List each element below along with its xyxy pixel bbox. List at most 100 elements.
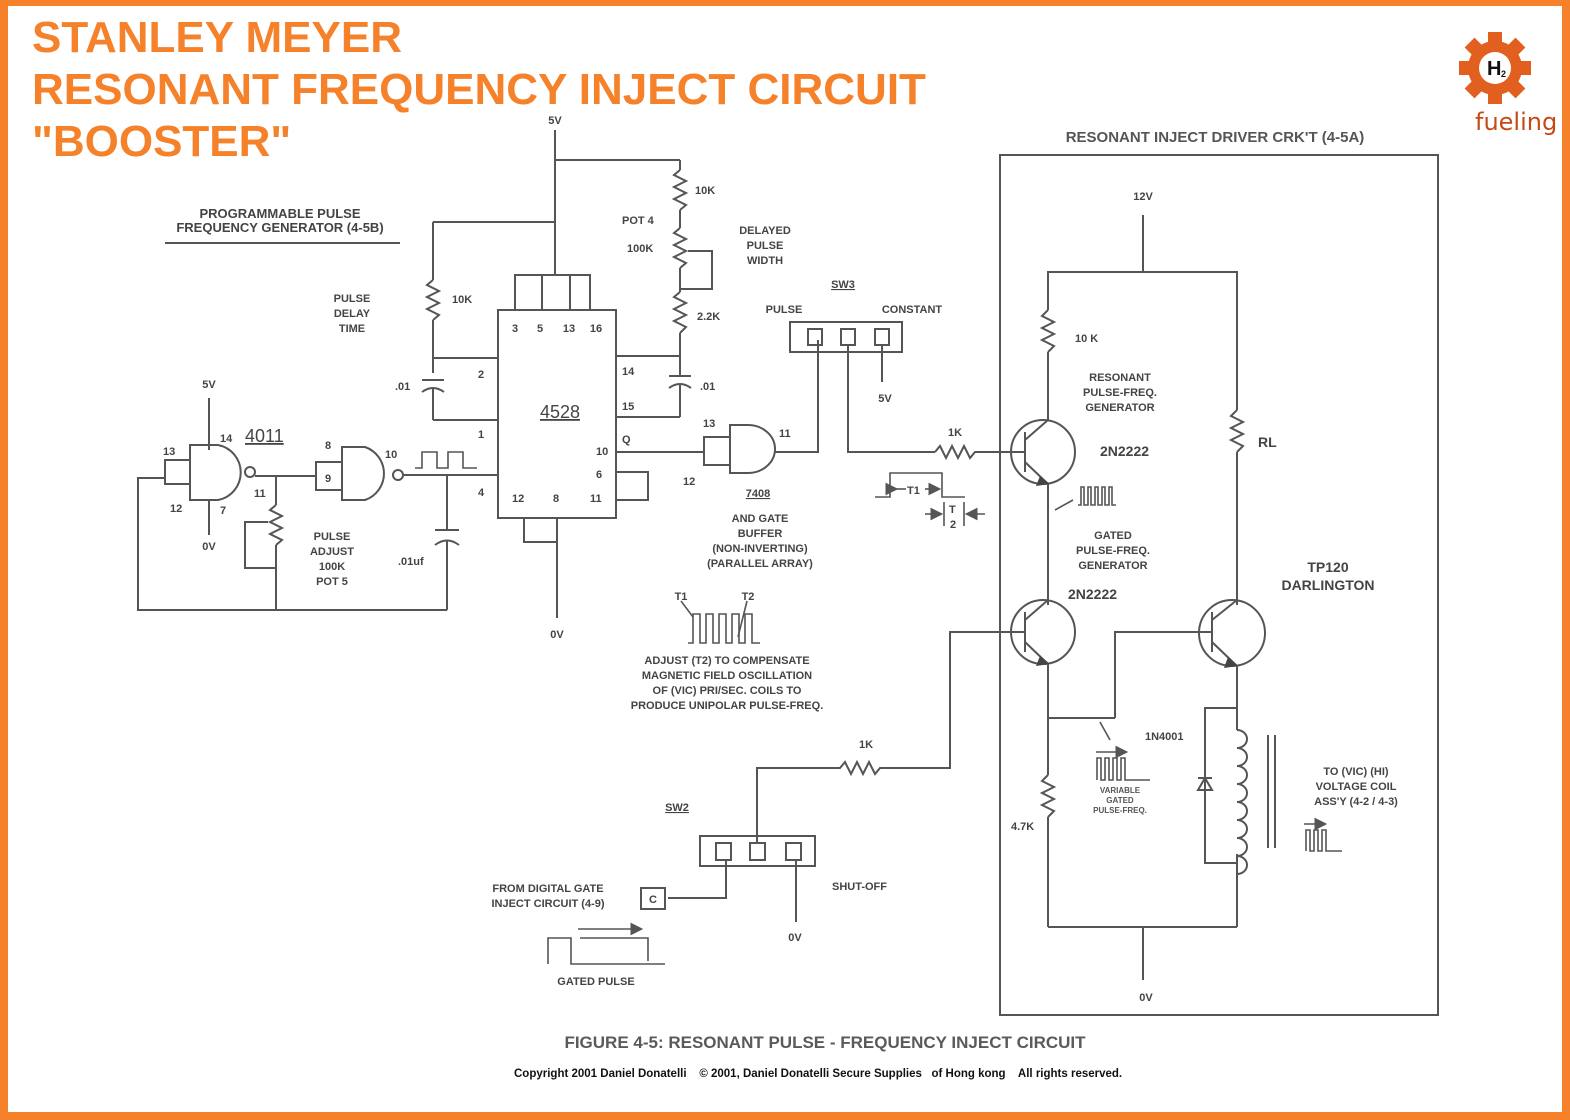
- and-gate-desc: AND GATE: [732, 513, 789, 525]
- pin-label: 1: [478, 429, 484, 441]
- title-line-2: RESONANT FREQUENCY INJECT CIRCUIT: [32, 65, 926, 114]
- pin-label: 12: [683, 476, 695, 488]
- variable-gated-pulse-icon: [1096, 721, 1150, 781]
- sw3-supply: 5V: [878, 393, 892, 405]
- ground-ic: 0V: [550, 629, 564, 641]
- label-from-digital: INJECT CIRCUIT (4-9): [491, 898, 604, 910]
- sw2-ground: 0V: [788, 932, 802, 944]
- pin-label: 5: [537, 323, 543, 335]
- resistor-width-10k: [671, 160, 689, 228]
- label-r-delay: 10K: [452, 294, 472, 306]
- sw3-common-wire: [847, 345, 935, 453]
- timing-note: PRODUCE UNIPOLAR PULSE-FREQ.: [631, 700, 824, 712]
- nand-gate-2: [255, 446, 498, 501]
- resistor-2-2k: [671, 291, 689, 375]
- pin-label: 9: [325, 473, 331, 485]
- label-pulse-delay-1: PULSE: [334, 293, 371, 305]
- generator-heading: PROGRAMMABLE PULSE FREQUENCY GENERATOR (…: [165, 206, 400, 244]
- pin-label: 12: [170, 503, 182, 515]
- label-r-emitter: 4.7K: [1011, 821, 1034, 833]
- logo-h-symbol: H: [1487, 58, 1501, 80]
- pin-label: 13: [703, 418, 715, 430]
- pin-label: 16: [590, 323, 602, 335]
- resistor-emitter-4-7k: [1039, 774, 1057, 927]
- label-resonant-gen: GENERATOR: [1085, 402, 1154, 414]
- sw2-label: SW2: [665, 802, 689, 814]
- sw2-switch[interactable]: [699, 835, 816, 867]
- driver-supply-wires: [1047, 215, 1238, 410]
- generator-heading-line2: FREQUENCY GENERATOR (4-5B): [176, 220, 383, 235]
- label-pulse-adjust: 100K: [319, 561, 345, 573]
- label-coil: VOLTAGE COIL: [1316, 781, 1397, 793]
- driver-supply: 12V: [1133, 191, 1153, 203]
- pin-label: 4: [478, 487, 485, 499]
- label-coil: ASS'Y (4-2 / 4-3): [1314, 796, 1398, 808]
- label-r-top: 10K: [695, 185, 715, 197]
- timing-t1-label: T1: [907, 485, 920, 497]
- sw3-label: SW3: [831, 279, 855, 291]
- label-coil: TO (VIC) (HI): [1323, 766, 1389, 778]
- pin-label: 14: [220, 433, 233, 445]
- nand-gate-1: [164, 398, 256, 535]
- logo-text: fueling: [1475, 108, 1558, 136]
- sw3-pulse-label: PULSE: [766, 304, 803, 316]
- pin-label: 14: [622, 366, 635, 378]
- pin-6-11-link: [616, 471, 649, 501]
- feedback-wire: [137, 477, 447, 611]
- label-gated-gen: GENERATOR: [1078, 560, 1147, 572]
- pulse-pointer: [1054, 499, 1074, 511]
- label-variable-gated: PULSE-FREQ.: [1093, 806, 1147, 815]
- driver-ground-bus: [1048, 926, 1237, 980]
- sw3-switch[interactable]: [789, 321, 903, 353]
- and-gate-7408: [616, 340, 819, 474]
- transistor-q2: [962, 599, 1076, 775]
- label-pulse-adjust: PULSE: [314, 531, 351, 543]
- sw3-constant-label: CONSTANT: [882, 304, 943, 316]
- resistor-rl: [1228, 409, 1246, 605]
- driver-heading: RESONANT INJECT DRIVER CRK'T (4-5A): [1066, 129, 1365, 146]
- pin-label: 8: [325, 440, 331, 452]
- supply-5v-top: 5V: [548, 115, 562, 127]
- sw2-input-wire: [668, 860, 727, 899]
- and-gate-desc: BUFFER: [738, 528, 783, 540]
- label-c-width: .01: [700, 381, 715, 393]
- pin-label: 7: [220, 505, 226, 517]
- and-gate-desc: (PARALLEL ARRAY): [707, 558, 813, 570]
- resistor-collector-10k: [1039, 309, 1057, 420]
- pin-label: 11: [254, 488, 266, 500]
- label-diode: 1N4001: [1145, 731, 1184, 743]
- q-output-label: Q: [622, 434, 631, 446]
- ground-gate: 0V: [202, 541, 216, 553]
- copyright-notice: Copyright 2001 Daniel Donatelli © 2001, …: [514, 1068, 1123, 1080]
- pin-label: 11: [779, 428, 791, 440]
- label-q1: 2N2222: [1100, 443, 1149, 459]
- figure-caption: FIGURE 4-5: RESONANT PULSE - FREQUENCY I…: [564, 1033, 1086, 1052]
- connector-c[interactable]: [640, 887, 666, 910]
- label-gated-gen: GATED: [1094, 530, 1132, 542]
- capacitor-width: [616, 355, 692, 418]
- pin-label: 3: [512, 323, 518, 335]
- pin-label: 8: [553, 493, 559, 505]
- wave-t2-label: T2: [742, 591, 755, 603]
- driver-box: [999, 154, 1439, 1016]
- label-darlington: DARLINGTON: [1281, 577, 1374, 593]
- timing-t2-sub: 2: [950, 519, 956, 531]
- label-r-base-bottom: 1K: [859, 739, 873, 751]
- h2-fueling-logo: H 2: [1459, 32, 1531, 104]
- pot5-100k: [244, 476, 285, 610]
- pulse-train-sketch: [680, 600, 760, 644]
- timing-note: ADJUST (T2) TO COMPENSATE: [644, 655, 809, 667]
- capacitor-delay: [421, 357, 498, 421]
- coil-pulse-icon: [1304, 817, 1342, 852]
- timing-sketch: [875, 472, 985, 526]
- label-gated-gen: PULSE-FREQ.: [1076, 545, 1150, 557]
- pin-label: 13: [563, 323, 575, 335]
- label-r-bottom: 2.2K: [697, 311, 720, 323]
- and-gate-desc: (NON-INVERTING): [712, 543, 808, 555]
- coil-assembly: [1204, 707, 1276, 927]
- driver-ground: 0V: [1139, 992, 1153, 1004]
- transistor-darlington: [1114, 599, 1266, 718]
- and-gate-chip-label: 7408: [746, 488, 770, 500]
- pin-label: 2: [478, 369, 484, 381]
- capacitor-timing: [434, 475, 460, 610]
